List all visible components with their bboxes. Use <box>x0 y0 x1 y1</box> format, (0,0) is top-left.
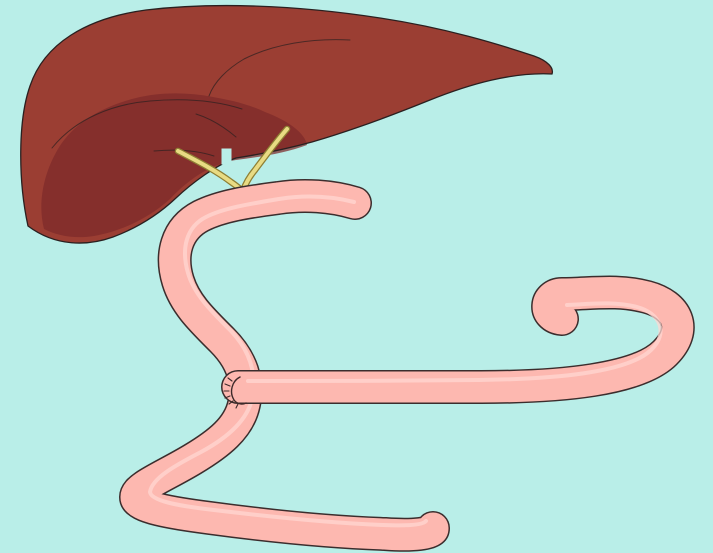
liver-notch <box>222 149 231 165</box>
